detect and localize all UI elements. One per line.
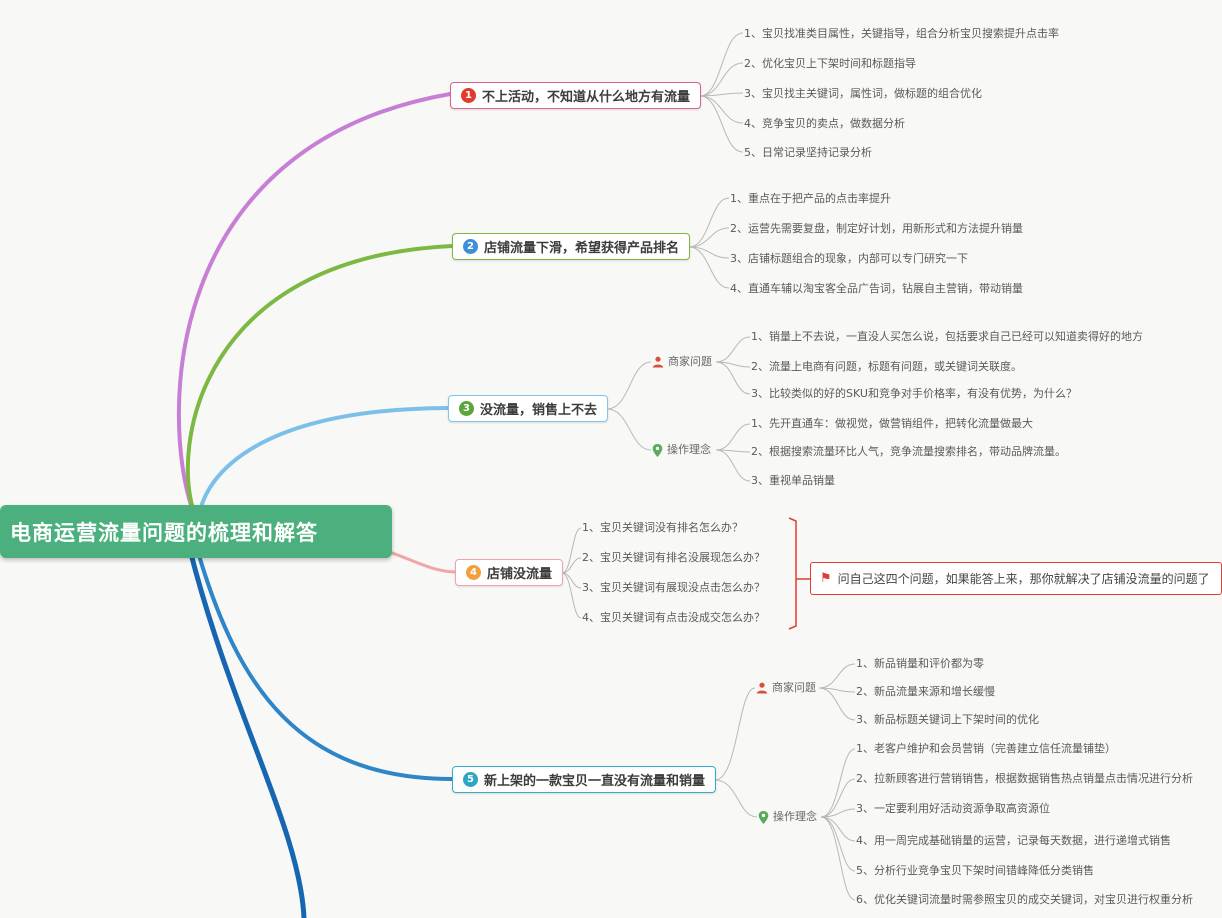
callout-bracket bbox=[788, 517, 810, 630]
leaf-item[interactable]: 3、店铺标题组合的现象，内部可以专门研究一下 bbox=[730, 252, 968, 265]
leaf-item[interactable]: 1、销量上不去说，一直没人买怎么说，包括要求自己已经可以知道卖得好的地方 bbox=[751, 330, 1143, 343]
overflow-branch-curve bbox=[187, 547, 307, 918]
leaf-item[interactable]: 4、用一周完成基础销量的运营，记录每天数据，进行递增式销售 bbox=[856, 834, 1171, 847]
group-label-text: 操作理念 bbox=[667, 443, 711, 456]
group-label-text: 商家问题 bbox=[772, 681, 816, 694]
branch-curve-3 bbox=[197, 406, 450, 518]
leaf-item[interactable]: 3、宝贝关键词有展现没点击怎么办？ bbox=[582, 581, 765, 594]
person-icon bbox=[756, 682, 768, 694]
leaf-item[interactable]: 3、重视单品销量 bbox=[751, 474, 835, 487]
leaf-item[interactable]: 3、一定要利用好活动资源争取高资源位 bbox=[856, 802, 1050, 815]
topic-branch-1-label: 不上活动，不知道从什么地方有流量 bbox=[482, 90, 691, 105]
priority-4-icon: 4 bbox=[466, 565, 481, 580]
branch-curves bbox=[176, 92, 458, 918]
leaf-item[interactable]: 3、新品标题关键词上下架时间的优化 bbox=[856, 713, 1039, 726]
leaf-item[interactable]: 2、宝贝关键词有排名没展现怎么办？ bbox=[582, 551, 765, 564]
topic-branch-2-label: 店铺流量下滑，希望获得产品排名 bbox=[484, 241, 680, 256]
leaf-item[interactable]: 2、运营先需要复盘，制定好计划，用新形式和方法提升销量 bbox=[730, 222, 1023, 235]
group-label-text: 商家问题 bbox=[668, 355, 712, 368]
leaf-item[interactable]: 6、优化关键词流量时需参照宝贝的成交关键词，对宝贝进行权重分析 bbox=[856, 893, 1193, 906]
branch-curve-2 bbox=[185, 244, 454, 514]
leaf-item[interactable]: 3、宝贝找主关键词，属性词，做标题的组合优化 bbox=[744, 87, 982, 100]
leaf-item[interactable]: 1、新品销量和评价都为零 bbox=[856, 657, 984, 670]
central-topic[interactable]: 电商运营流量问题的梳理和解答 bbox=[0, 505, 392, 558]
group-operation-ideas[interactable]: 操作理念 bbox=[758, 810, 817, 824]
group-merchant-issues[interactable]: 商家问题 bbox=[756, 681, 816, 695]
leaf-item[interactable]: 2、流量上电商有问题，标题有问题，或关键词关联度。 bbox=[751, 360, 1022, 373]
leaf-item[interactable]: 4、直通车辅以淘宝客全品广告词，钻展自主营销，带动销量 bbox=[730, 282, 1023, 295]
leaf-item[interactable]: 1、重点在于把产品的点击率提升 bbox=[730, 192, 891, 205]
note-text: 问自己这四个问题，如果能答上来，那你就解决了店铺没流量的问题了 bbox=[837, 572, 1210, 586]
topic-branch-5[interactable]: 5 新上架的一款宝贝一直没有流量和销量 bbox=[452, 766, 717, 793]
leaf-item[interactable]: 1、宝贝关键词没有排名怎么办？ bbox=[582, 521, 743, 534]
priority-2-icon: 2 bbox=[463, 239, 478, 254]
priority-5-icon: 5 bbox=[463, 772, 478, 787]
topic-branch-3-label: 没流量，销售上不去 bbox=[480, 403, 598, 418]
central-topic-label: 电商运营流量问题的梳理和解答 bbox=[10, 520, 318, 545]
topic-branch-3[interactable]: 3 没流量，销售上不去 bbox=[448, 395, 609, 422]
callout-note[interactable]: ⚑ 问自己这四个问题，如果能答上来，那你就解决了店铺没流量的问题了 bbox=[810, 562, 1222, 595]
leaf-item[interactable]: 5、分析行业竞争宝贝下架时间错峰降低分类销售 bbox=[856, 864, 1094, 877]
subtopic-connectors bbox=[561, 32, 856, 901]
group-operation-ideas[interactable]: 操作理念 bbox=[652, 443, 711, 457]
priority-1-icon: 1 bbox=[461, 88, 476, 103]
group-label-text: 操作理念 bbox=[773, 810, 817, 823]
person-icon bbox=[652, 356, 664, 368]
branch-curve-5 bbox=[196, 550, 454, 781]
flag-icon: ⚑ bbox=[820, 571, 832, 586]
group-merchant-issues[interactable]: 商家问题 bbox=[652, 355, 712, 369]
leaf-item[interactable]: 1、宝贝找准类目属性，关键指导，组合分析宝贝搜索提升点击率 bbox=[744, 27, 1059, 40]
map-pin-icon bbox=[652, 443, 663, 457]
leaf-item[interactable]: 5、日常记录坚持记录分析 bbox=[744, 146, 872, 159]
leaf-item[interactable]: 2、新品流量来源和增长缓慢 bbox=[856, 685, 995, 698]
topic-branch-5-label: 新上架的一款宝贝一直没有流量和销量 bbox=[484, 774, 706, 789]
leaf-item[interactable]: 2、拉新顾客进行营销销售，根据数据销售热点销量点击情况进行分析 bbox=[856, 772, 1193, 785]
topic-branch-1[interactable]: 1 不上活动，不知道从什么地方有流量 bbox=[450, 82, 702, 109]
topic-branch-4[interactable]: 4 店铺没流量 bbox=[455, 559, 564, 586]
leaf-item[interactable]: 2、优化宝贝上下架时间和标题指导 bbox=[744, 57, 916, 70]
leaf-item[interactable]: 2、根据搜索流量环比人气，竞争流量搜索排名，带动品牌流量。 bbox=[751, 445, 1066, 458]
topic-branch-4-label: 店铺没流量 bbox=[487, 567, 553, 582]
priority-3-icon: 3 bbox=[459, 401, 474, 416]
leaf-item[interactable]: 1、先开直通车：做视觉，做营销组件，把转化流量做最大 bbox=[751, 417, 1033, 430]
branch-curve-1 bbox=[176, 92, 452, 510]
leaf-item[interactable]: 4、宝贝关键词有点击没成交怎么办？ bbox=[582, 611, 765, 624]
leaf-item[interactable]: 4、竞争宝贝的卖点，做数据分析 bbox=[744, 117, 905, 130]
topic-branch-2[interactable]: 2 店铺流量下滑，希望获得产品排名 bbox=[452, 233, 691, 260]
leaf-item[interactable]: 3、比较类似的好的SKU和竞争对手价格率，有没有优势，为什么？ bbox=[751, 387, 1077, 400]
leaf-item[interactable]: 1、老客户维护和会员营销（完善建立信任流量铺垫） bbox=[856, 742, 1116, 755]
map-pin-icon bbox=[758, 810, 769, 824]
